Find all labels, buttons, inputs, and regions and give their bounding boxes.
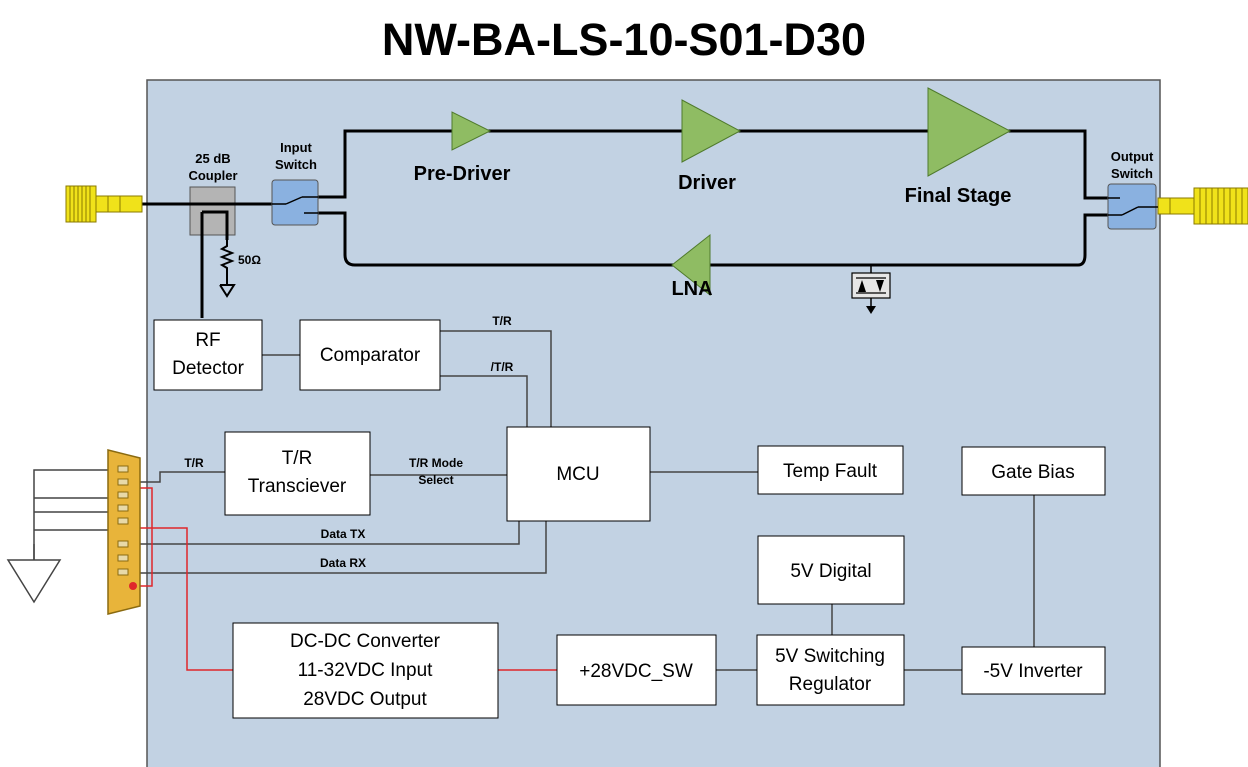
sw-28v-block: [556, 634, 717, 706]
coupler-label-line2: Coupler: [188, 168, 237, 183]
tr-transceiver-block: [224, 431, 371, 516]
rf-detector-label-line2: Detector: [172, 358, 244, 379]
coupler-label-line1: 25 dB: [195, 151, 230, 166]
gate-bias-label: Gate Bias: [991, 462, 1074, 483]
input-switch-label-line1: Input: [280, 140, 312, 155]
input-switch-label-line2: Switch: [275, 157, 317, 172]
ground-wires: [6, 469, 112, 604]
termination-label: 50Ω: [238, 253, 261, 267]
dcdc-label-line2: 11-32VDC Input: [298, 660, 434, 681]
mcu-label: MCU: [556, 464, 599, 485]
dcdc-label-line3: 28VDC Output: [303, 689, 427, 710]
mcu-block: [506, 426, 651, 522]
limiter-diode: [851, 265, 891, 314]
temp-fault-block: [757, 445, 904, 495]
comparator-label: Comparator: [320, 345, 421, 366]
input-rf-connector: [65, 185, 143, 223]
input-switch: [271, 179, 319, 226]
digital-5v-block: [757, 535, 905, 605]
output-switch-label-line1: Output: [1111, 149, 1154, 164]
diagram-title: NW-BA-LS-10-S01-D30: [382, 14, 866, 65]
signal-tr-left: T/R: [184, 456, 204, 470]
digital-5v-label: 5V Digital: [790, 561, 871, 582]
rf-detector-block: [153, 319, 263, 391]
signal-tr-mode-line1: T/R Mode: [409, 456, 463, 470]
output-switch: [1107, 183, 1158, 230]
regulator-block: [756, 634, 905, 706]
signal-data-tx: Data TX: [321, 527, 366, 541]
output-switch-label-line2: Switch: [1111, 166, 1153, 181]
final-stage-amplifier: [927, 87, 1012, 177]
control-wires: [140, 330, 1035, 671]
inverter-block: [961, 646, 1106, 695]
termination-resistor: [219, 240, 236, 298]
pre-driver-label: Pre-Driver: [414, 163, 511, 185]
gate-bias-block: [961, 446, 1106, 496]
signal-tr-bar: /T/R: [491, 360, 514, 374]
power-wires: [140, 487, 557, 671]
db9-connector: [107, 449, 141, 615]
rf-detector-label-line1: RF: [195, 330, 220, 351]
lna-amplifier: [671, 233, 711, 297]
driver-label: Driver: [678, 172, 736, 194]
regulator-label-line1: 5V Switching: [775, 646, 885, 667]
driver-amplifier: [681, 99, 742, 163]
sw-28v-label: +28VDC_SW: [579, 661, 693, 682]
tr-transceiver-label-line2: Transciever: [248, 476, 347, 497]
signal-tr-top: T/R: [492, 314, 512, 328]
tr-transceiver-label-line1: T/R: [282, 448, 313, 469]
lna-label: LNA: [671, 278, 712, 300]
dcdc-label-line1: DC-DC Converter: [290, 631, 441, 652]
comparator-block: [299, 319, 441, 391]
regulator-label-line2: Regulator: [789, 674, 872, 695]
final-stage-label: Final Stage: [905, 185, 1012, 207]
pre-driver-amplifier: [451, 111, 492, 151]
output-rf-connector: [1157, 187, 1248, 225]
dcdc-converter-block: [232, 622, 499, 719]
coupler-internal-lines: [185, 202, 240, 318]
temp-fault-label: Temp Fault: [783, 461, 878, 482]
signal-tr-mode-line2: Select: [418, 473, 453, 487]
signal-data-rx: Data RX: [320, 556, 366, 570]
inverter-label: -5V Inverter: [983, 661, 1083, 682]
